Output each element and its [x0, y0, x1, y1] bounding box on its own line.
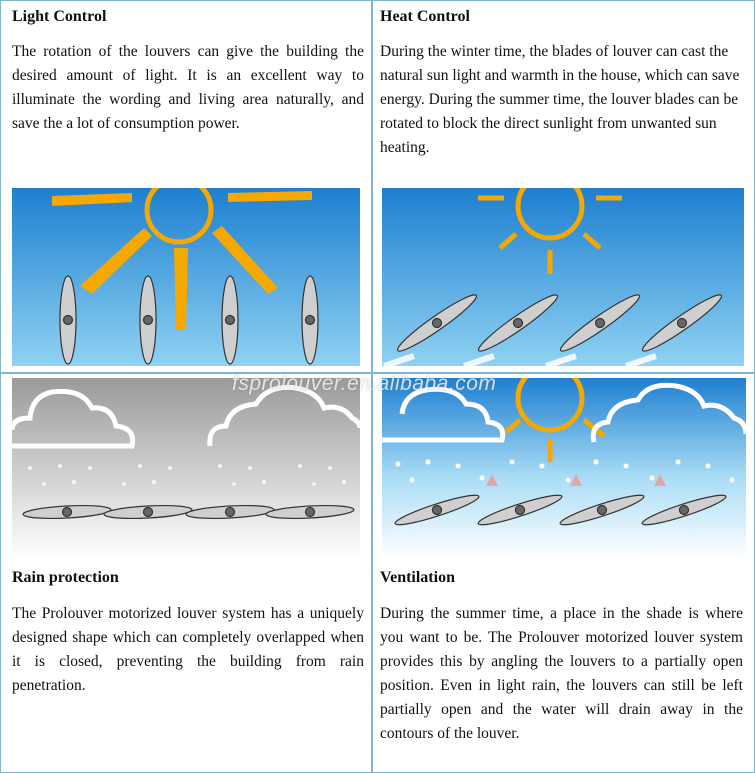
light-control-title: Light Control [12, 8, 107, 25]
airflow-arrows [486, 474, 666, 486]
sun-icon [52, 188, 312, 330]
heat-control-illustration [382, 188, 744, 366]
rain-protection-illustration [12, 378, 360, 558]
louver-blades [22, 504, 355, 520]
louver-blades [396, 294, 723, 352]
sun-icon [504, 378, 606, 462]
watermark: fsprolouver.en.alibaba.com [232, 372, 497, 395]
sun-icon [478, 188, 622, 274]
louver-blades [59, 275, 319, 365]
light-control-text: The rotation of the louvers can give the… [12, 43, 364, 132]
heat-control-text: During the winter time, the blades of lo… [380, 43, 740, 156]
ventilation-illustration [382, 378, 746, 558]
louver-blades [394, 494, 727, 526]
light-control-cell: Light Control The rotation of the louver… [0, 0, 371, 372]
light-control-illustration [12, 188, 360, 366]
rain-drops [28, 464, 346, 486]
row-divider [0, 372, 755, 374]
rain-protection-title: Rain protection [12, 569, 119, 586]
column-divider [371, 0, 373, 773]
cloud-icon [382, 382, 746, 443]
ventilation-text: During the summer time, a place in the s… [380, 605, 743, 742]
ventilation-title: Ventilation [380, 569, 455, 586]
heat-control-cell: Heat Control During the winter time, the… [373, 0, 755, 372]
heat-control-title: Heat Control [380, 8, 470, 25]
sunlight-beams [383, 353, 657, 366]
rain-drops [395, 459, 735, 483]
cloud-icon [12, 384, 360, 449]
rain-protection-text: The Prolouver motorized louver system ha… [12, 605, 364, 694]
